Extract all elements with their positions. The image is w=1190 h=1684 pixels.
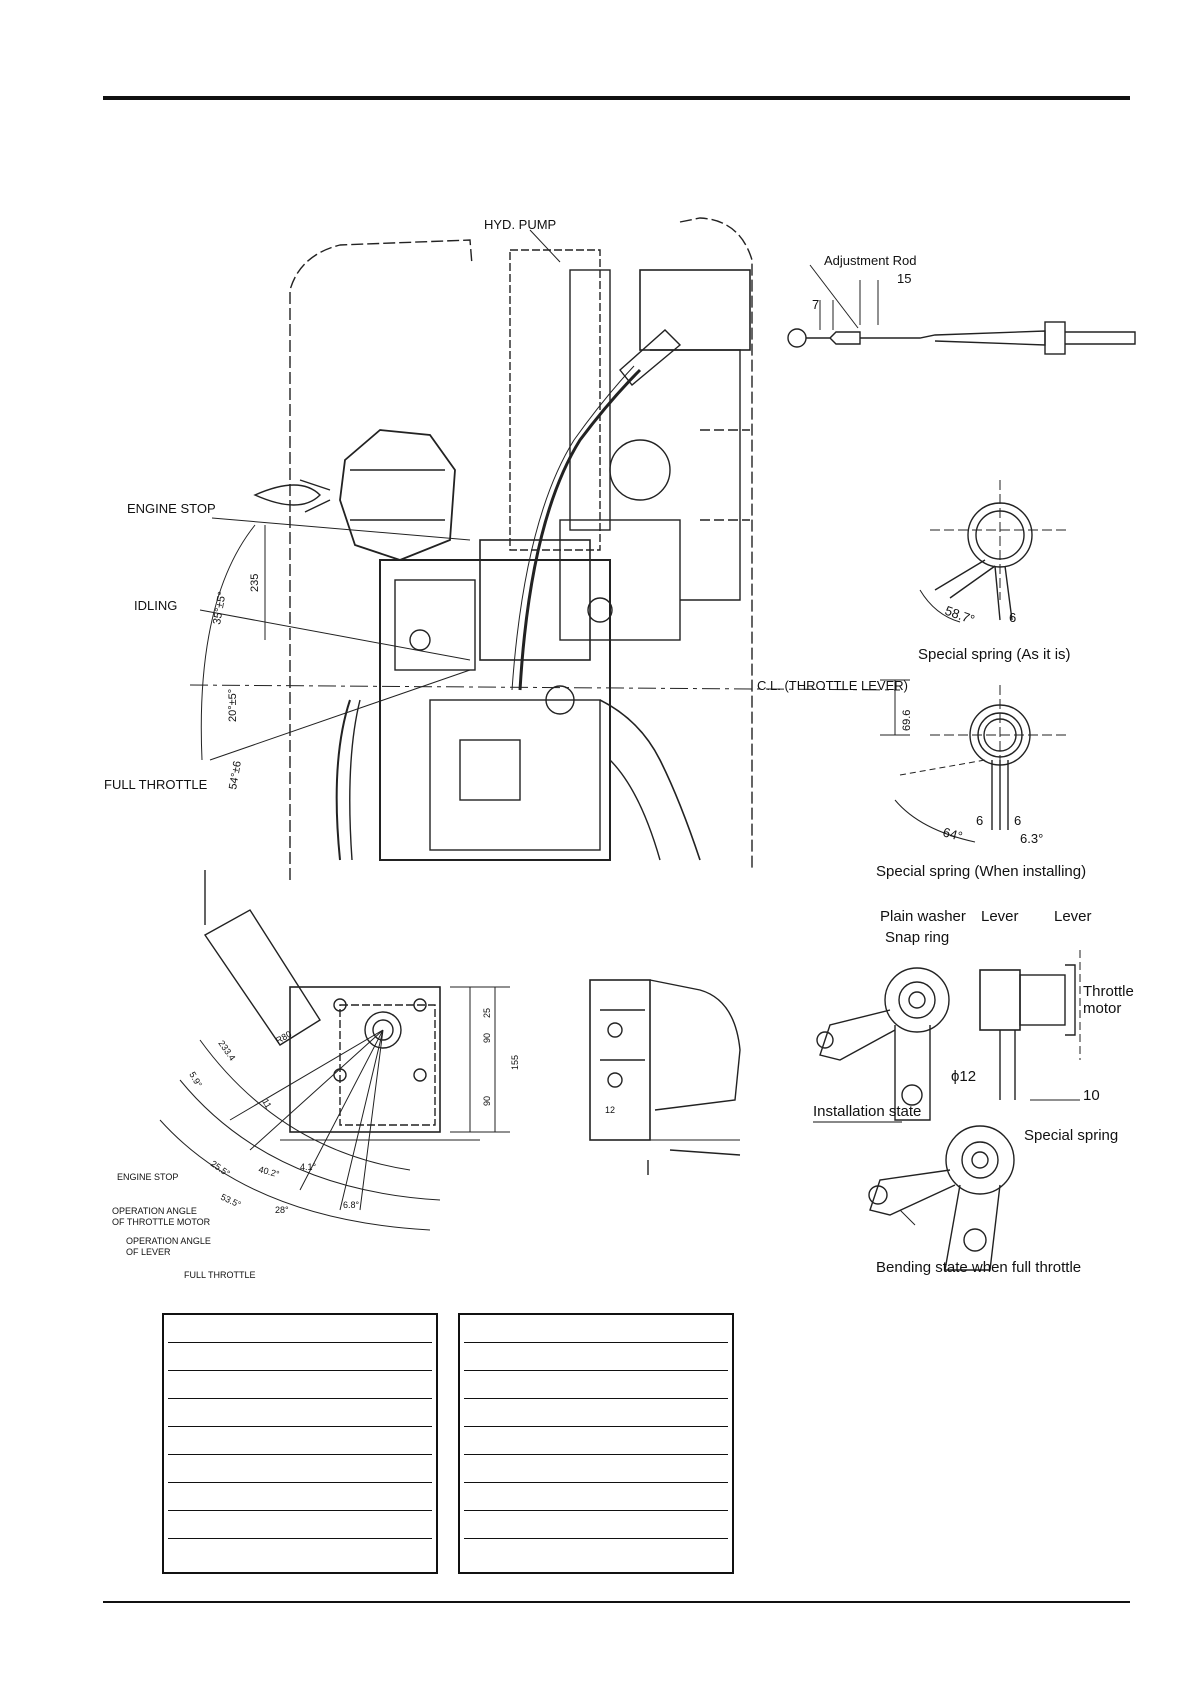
engine-block <box>379 559 611 861</box>
label-hyd-pump: HYD. PUMP <box>484 217 556 232</box>
bl-dim-90b: 90 <box>482 1096 492 1106</box>
caption-special-spring-installing: Special spring (When installing) <box>876 863 1086 880</box>
throttle-cable <box>518 368 642 691</box>
bl-label-full-throttle: FULL THROTTLE <box>184 1270 256 1280</box>
angle-54: 54°±6 <box>227 760 244 790</box>
bl-dim-40-2: 40.2° <box>257 1164 280 1179</box>
lever-plate-drawing <box>159 870 510 1231</box>
dim-7: 7 <box>812 297 819 312</box>
dim-15: 15 <box>897 271 911 286</box>
bl-dim-6-8: 6.8° <box>343 1200 360 1210</box>
bl-label-op-angle-motor-1: OPERATION ANGLE <box>112 1206 197 1216</box>
bending-state-drawing <box>868 1125 1015 1271</box>
bl-dim-28: 28° <box>275 1205 289 1215</box>
label-lever-2: Lever <box>1054 908 1092 925</box>
angle-64: 64° <box>941 824 964 844</box>
bl-label-engine-stop: ENGINE STOP <box>117 1172 178 1182</box>
label-lever-1: Lever <box>981 908 1019 925</box>
dim-6-right: 6 <box>1014 813 1021 828</box>
muffler-tip <box>253 484 321 506</box>
notes-box-left <box>162 1313 438 1574</box>
bl-label-op-angle-motor-2: OF THROTTLE MOTOR <box>112 1217 211 1227</box>
angle-58-7: 58.7° <box>943 603 977 628</box>
dim-69-6: 69.6 <box>901 710 913 731</box>
bl-label-op-angle-lever-2: OF LEVER <box>126 1247 171 1257</box>
label-snap-ring: Snap ring <box>885 929 949 946</box>
label-throttle-motor-1: Throttle <box>1083 983 1134 1000</box>
dim-6-left: 6 <box>976 813 983 828</box>
bl-dim-233-4: 233.4 <box>216 1038 237 1062</box>
header-rule <box>103 96 1130 100</box>
label-idling: IDLING <box>134 598 177 613</box>
special-spring-installing <box>894 685 1070 843</box>
installation-state-drawing <box>816 950 1081 1121</box>
bl-dim-155: 155 <box>510 1055 520 1070</box>
bracket-side-view <box>589 979 741 1175</box>
cab-frame-outline <box>289 239 473 880</box>
bl-dim-25: 25 <box>482 1008 492 1018</box>
dim-235: 235 <box>249 574 261 592</box>
adjustment-rod-assembly <box>787 280 1136 355</box>
dim-6: 6 <box>1009 610 1016 625</box>
bl-dim-11: 11 <box>260 1097 273 1110</box>
footer-rule <box>103 1601 1130 1603</box>
caption-special-spring-as-it-is: Special spring (As it is) <box>918 646 1071 663</box>
cab-frame-right <box>679 217 753 870</box>
air-cleaner <box>339 429 456 561</box>
bl-dim-90a: 90 <box>482 1033 492 1043</box>
bl-label-op-angle-lever-1: OPERATION ANGLE <box>126 1236 211 1246</box>
angle-35: 35°±5° <box>211 591 229 626</box>
label-full-throttle: FULL THROTTLE <box>104 777 208 792</box>
dim-phi-12: ϕ12 <box>951 1068 976 1085</box>
bc-dim-12: 12 <box>605 1105 615 1115</box>
bl-dim-53-5: 53.5° <box>219 1192 243 1210</box>
caption-installation-state: Installation state <box>813 1103 921 1120</box>
bl-dim-5-9: 5.9° <box>187 1070 204 1089</box>
angle-20: 20°±5° <box>227 689 239 722</box>
angle-6-3: 6.3° <box>1020 831 1043 846</box>
label-adjustment-rod: Adjustment Rod <box>824 253 917 268</box>
dim-10: 10 <box>1083 1087 1100 1104</box>
label-engine-stop: ENGINE STOP <box>127 501 216 516</box>
notes-box-right <box>458 1313 734 1574</box>
label-throttle-motor-2: motor <box>1083 1000 1121 1017</box>
label-plain-washer: Plain washer <box>880 908 966 925</box>
label-cl-throttle-lever: C.L. (THROTTLE LEVER) <box>757 678 908 693</box>
bl-dim-4-1: 4.1° <box>300 1162 317 1172</box>
special-spring-as-it-is <box>919 480 1070 623</box>
caption-bending-state: Bending state when full throttle <box>876 1259 1081 1276</box>
label-special-spring: Special spring <box>1024 1127 1118 1144</box>
